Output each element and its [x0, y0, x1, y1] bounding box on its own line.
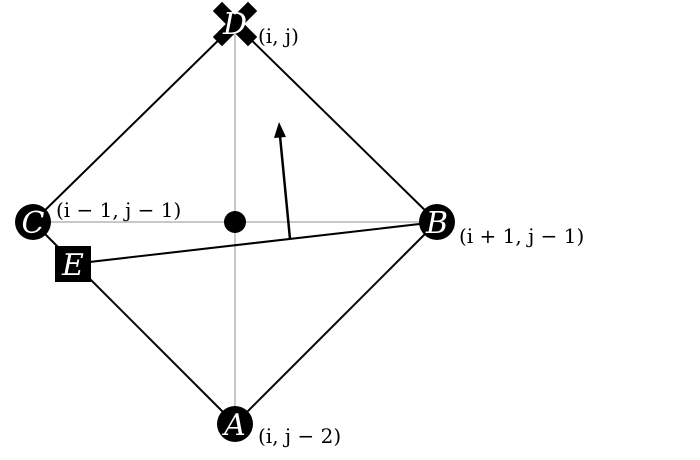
normal-arrow-head	[274, 122, 286, 138]
node-d-cross-icon	[212, 1, 258, 47]
node-a-letter: A	[221, 408, 246, 443]
edge-d-b	[234, 23, 438, 223]
center-dot	[224, 211, 246, 233]
segment-e-b	[71, 221, 438, 265]
edge-c-d	[32, 23, 236, 223]
node-b-coord-label: (i + 1, j − 1)	[459, 224, 584, 248]
node-d: D	[212, 1, 258, 47]
node-d-letter: D	[222, 7, 247, 42]
node-a-coord-label: (i, j − 2)	[258, 424, 341, 448]
node-a: A	[217, 406, 253, 443]
edge-b-a	[234, 221, 438, 425]
node-c-letter: C	[22, 206, 45, 241]
node-b: B	[419, 204, 455, 241]
node-b-circle	[419, 204, 455, 240]
node-e-square	[55, 246, 91, 282]
node-c-circle	[15, 204, 51, 240]
normal-arrow-shaft	[278, 135, 292, 240]
node-b-letter: B	[425, 206, 448, 241]
node-e-letter: E	[61, 248, 84, 283]
node-d-coord-label: (i, j)	[258, 24, 299, 48]
node-a-circle	[217, 406, 253, 442]
node-c-coord-label: (i − 1, j − 1)	[56, 198, 181, 222]
node-c: C	[15, 204, 51, 241]
node-e: E	[55, 246, 91, 283]
